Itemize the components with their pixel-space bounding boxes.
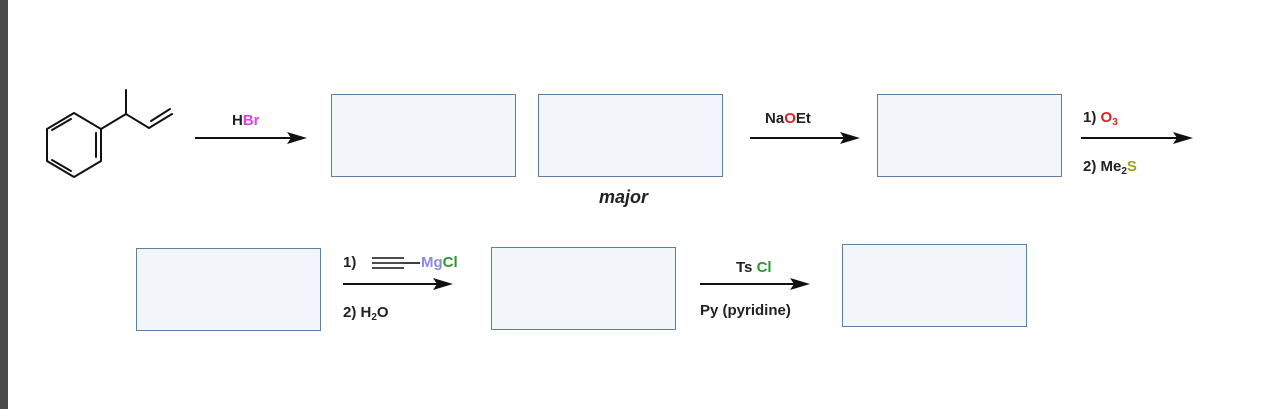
starting-material-structure (46, 89, 173, 178)
reaction-arrow-5 (700, 278, 810, 290)
reagent-hbr-h: H (232, 112, 243, 129)
reagent-propynyl-grignard: 1) (343, 254, 356, 271)
reagent-mgcl-cl: Cl (442, 254, 458, 271)
reagent-me2s: 2) Me2S (1083, 158, 1137, 177)
step3-line2-number: 2) (1083, 158, 1097, 175)
reaction-arrow-2 (750, 132, 860, 144)
reaction-arrow-3 (1081, 132, 1193, 144)
reagent-me2s-me: Me (1100, 158, 1122, 175)
answer-box-6[interactable] (842, 244, 1027, 327)
step4-line2-number: 2) (343, 304, 357, 321)
ozone-element: O (1100, 109, 1113, 126)
step4-line1-number: 1) (343, 254, 357, 271)
reaction-arrow-1 (195, 132, 307, 144)
reagent-hbr-br: Br (242, 112, 260, 129)
ozone-subscript: 3 (1112, 117, 1118, 128)
reagent-water-subscript: 2 (371, 312, 377, 323)
answer-box-4[interactable] (136, 248, 321, 331)
triple-bond-icon (372, 257, 420, 269)
reagent-naoet-et: Et (795, 110, 811, 127)
reagent-tscl: Ts Cl (736, 259, 772, 276)
reagent-pyridine: Py (pyridine) (700, 302, 791, 319)
reagent-me2s-subscript: 2 (1121, 166, 1127, 177)
reagent-tscl-ts: Ts (736, 259, 753, 276)
reagent-ozone: 1) O3 (1083, 109, 1118, 128)
reagent-mgcl: MgCl (421, 254, 458, 271)
reagent-tscl-cl: Cl (756, 259, 772, 276)
reagent-water: 2) H2O (343, 304, 389, 323)
reagent-naoet: NaOEt (765, 110, 811, 127)
answer-box-3[interactable] (877, 94, 1062, 177)
answer-box-2[interactable] (538, 94, 723, 177)
window-edge-bar (0, 0, 8, 409)
answer-box-1[interactable] (331, 94, 516, 177)
reaction-arrow-4 (343, 278, 453, 290)
reagent-naoet-o: O (784, 110, 796, 127)
reagent-me2s-s: S (1126, 158, 1137, 175)
reagent-hbr: HBr (232, 112, 260, 129)
reagent-naoet-na: Na (765, 110, 785, 127)
answer-box-5[interactable] (491, 247, 676, 330)
major-product-note: major (599, 187, 649, 207)
reagent-water-h: H (360, 304, 372, 321)
step3-line1-number: 1) (1083, 109, 1097, 126)
reagent-water-o: O (376, 304, 389, 321)
reagent-ozone-o: O3 (1100, 109, 1118, 128)
reagent-mgcl-mg: Mg (421, 254, 443, 271)
